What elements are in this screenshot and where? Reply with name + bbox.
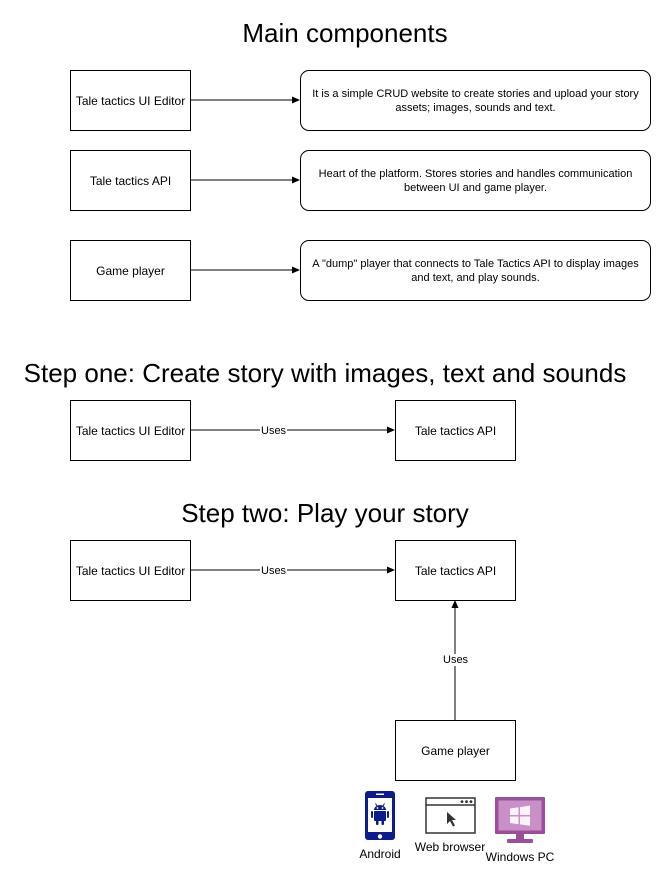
component-api-box: Tale tactics API: [70, 150, 191, 211]
step-two-ui-editor-box: Tale tactics UI Editor: [70, 540, 191, 601]
step-one-uses-label: Uses: [260, 425, 288, 437]
component-game-player-description: A "dump" player that connects to Tale Ta…: [300, 240, 651, 301]
step-one-api-box: Tale tactics API: [395, 400, 516, 461]
step-one-title: Step one: Create story with images, text…: [23, 358, 627, 388]
android-phone-icon: [365, 791, 395, 840]
component-game-player-box: Game player: [70, 240, 191, 301]
step-two-player-uses-label: Uses: [442, 654, 470, 666]
main-components-title: Main components: [242, 18, 448, 48]
step-two-title: Step two: Play your story: [181, 498, 469, 528]
component-ui-editor-description: It is a simple CRUD website to create st…: [300, 70, 651, 131]
component-ui-editor-box: Tale tactics UI Editor: [70, 70, 191, 131]
step-two-editor-uses-label: Uses: [260, 565, 288, 577]
android-label: Android: [359, 847, 401, 861]
component-api-description: Heart of the platform. Stores stories an…: [300, 150, 651, 211]
windows-pc-label: Windows PC: [485, 850, 555, 864]
step-one-ui-editor-box: Tale tactics UI Editor: [70, 400, 191, 461]
windows-pc-icon: [495, 797, 545, 843]
web-browser-label: Web browser: [414, 840, 486, 854]
step-two-api-box: Tale tactics API: [395, 540, 516, 601]
step-two-game-player-box: Game player: [395, 720, 516, 781]
web-browser-icon: [425, 797, 476, 834]
